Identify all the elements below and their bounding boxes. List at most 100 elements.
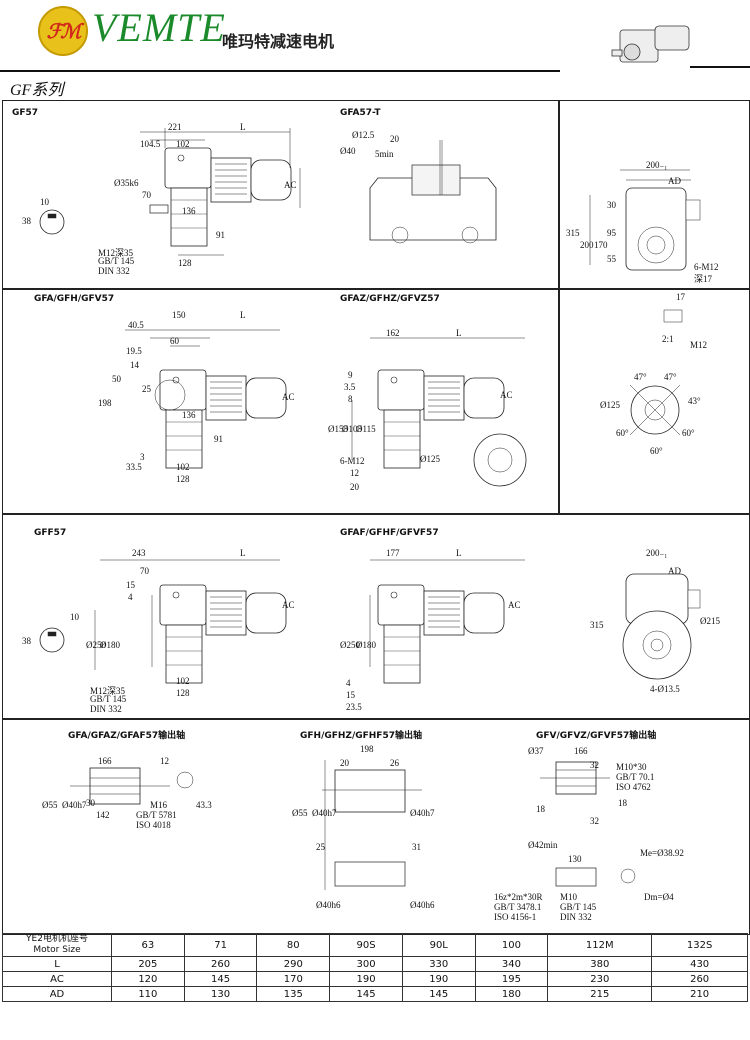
- dim-136: 136: [182, 206, 196, 216]
- spec-din332b: DIN 332: [90, 704, 122, 714]
- dim-18: 18: [618, 798, 627, 808]
- dim-ac3: AC: [500, 390, 513, 400]
- spec-6-m12b: 6-M12: [340, 456, 365, 466]
- dim-200b: 200: [580, 240, 594, 250]
- dim-50: 50: [112, 374, 121, 384]
- dim-60: 60: [170, 336, 179, 346]
- spec-m10: M10*30: [616, 762, 647, 772]
- dim-38: 38: [22, 216, 31, 226]
- table-cell: 210: [651, 986, 748, 1002]
- size-cell: 90L: [401, 933, 476, 957]
- table-cell: 430: [651, 956, 748, 972]
- dim-L: L: [240, 122, 246, 132]
- table-row: AD 110 130 135 145 145 180 215 210: [2, 986, 748, 1002]
- dim-38b: 38: [22, 636, 31, 646]
- label-gff57: GFF57: [34, 528, 67, 538]
- dim-102: 102: [176, 139, 190, 149]
- dim-d40h7c: Ø40h7: [410, 808, 435, 818]
- dim-25: 25: [142, 384, 151, 394]
- dim-ac2: AC: [282, 392, 295, 402]
- dim-150: 150: [172, 310, 186, 320]
- label-output-shaft-h: GFH/GFHZ/GFHF57输出轴: [300, 731, 422, 741]
- dim-d125c: Ø125: [420, 454, 440, 464]
- label-gfa57t: GFA57-T: [340, 108, 381, 118]
- dim-12: 12: [350, 468, 359, 478]
- spec-6-m12: 6-M12: [694, 262, 719, 272]
- dim-15: 15: [126, 580, 135, 590]
- dim-32b: 32: [590, 816, 599, 826]
- size-cell: 63: [111, 933, 185, 957]
- label-gfaz-gfhz-gfvz57: GFAZ/GFHZ/GFVZ57: [340, 294, 440, 304]
- row-label: L: [2, 956, 112, 972]
- dim-14: 14: [130, 360, 139, 370]
- dim-102c: 102: [176, 676, 190, 686]
- dim-5min: 5min: [375, 149, 394, 159]
- spec-gb5781: GB/T 5781: [136, 810, 177, 820]
- label-output-shaft-a: GFA/GFAZ/GFAF57输出轴: [68, 731, 186, 741]
- dim-200: 200₋₁: [646, 160, 668, 170]
- spec-dm: Dm=Ø4: [644, 892, 674, 902]
- dim-ad2: AD: [668, 566, 681, 576]
- dim-198: 198: [98, 398, 112, 408]
- table-cell: 260: [651, 971, 748, 987]
- table-cell: 215: [547, 986, 653, 1002]
- table-cell: 195: [474, 971, 549, 987]
- table-cell: 330: [401, 956, 476, 972]
- dim-315b: 315: [590, 620, 604, 630]
- dim-d40h7: Ø40h7: [62, 800, 87, 810]
- dim-d12-5: Ø12.5: [352, 130, 375, 140]
- spec-din332c: DIN 332: [560, 912, 592, 922]
- dim-d250: Ø250: [86, 640, 106, 650]
- header-rule-right: [690, 66, 750, 68]
- spec-gbt145: GB/T 145: [98, 256, 135, 266]
- dim-315: 315: [566, 228, 580, 238]
- size-cell: 71: [183, 933, 258, 957]
- table-cell: 340: [474, 956, 549, 972]
- dim-166b: 166: [574, 746, 588, 756]
- dim-20: 20: [390, 134, 399, 144]
- dim-20b: 20: [350, 482, 359, 492]
- row-label: AD: [2, 986, 112, 1002]
- dim-10b: 10: [70, 612, 79, 622]
- table-cell: 205: [111, 956, 185, 972]
- dim-40-5: 40.5: [128, 320, 144, 330]
- table-cell: 145: [183, 971, 258, 987]
- dim-25b: 25: [316, 842, 325, 852]
- spec-m12e: M12深35: [90, 686, 126, 696]
- dim-ac5: AC: [508, 600, 521, 610]
- dim-55: 55: [607, 254, 616, 264]
- dim-d40h7b: Ø40h7: [312, 808, 337, 818]
- label-gfa-gfh-gfv57: GFA/GFH/GFV57: [34, 294, 115, 304]
- dim-18b: 18: [536, 804, 545, 814]
- table-cell: 300: [329, 956, 403, 972]
- spec-m10b: M10: [560, 892, 578, 902]
- dim-L5: L: [456, 548, 462, 558]
- dim-4b: 4: [346, 678, 351, 688]
- dim-d40h6b: Ø40h6: [410, 900, 435, 910]
- dim-d55b: Ø55: [292, 808, 308, 818]
- spec-depth17: 深17: [694, 274, 713, 284]
- dim-43-3: 43.3: [196, 800, 212, 810]
- angle-47b: 47°: [664, 372, 677, 382]
- size-cell: 112M: [547, 933, 653, 957]
- label-gfaf-gfhf-gfvf57: GFAF/GFHF/GFVF57: [340, 528, 439, 538]
- table-cell: 170: [256, 971, 331, 987]
- header-rule: [0, 70, 560, 72]
- dim-30b: 30: [86, 798, 95, 808]
- dim-12c: 12: [160, 756, 169, 766]
- label-output-shaft-v: GFV/GFVZ/GFVF57输出轴: [536, 731, 657, 741]
- dim-177: 177: [386, 548, 400, 558]
- dim-30: 30: [607, 200, 616, 210]
- dim-130: 130: [568, 854, 582, 864]
- dim-L2: L: [240, 310, 246, 320]
- header-cn: YE2电机机座号: [26, 934, 88, 944]
- table-cell: 230: [547, 971, 653, 987]
- spec-me: Me=Ø38.92: [640, 848, 684, 858]
- spec-iso4018: ISO 4018: [136, 820, 171, 830]
- table-cell: 190: [329, 971, 403, 987]
- dim-104-5: 104.5: [140, 139, 161, 149]
- dim-70: 70: [142, 190, 151, 200]
